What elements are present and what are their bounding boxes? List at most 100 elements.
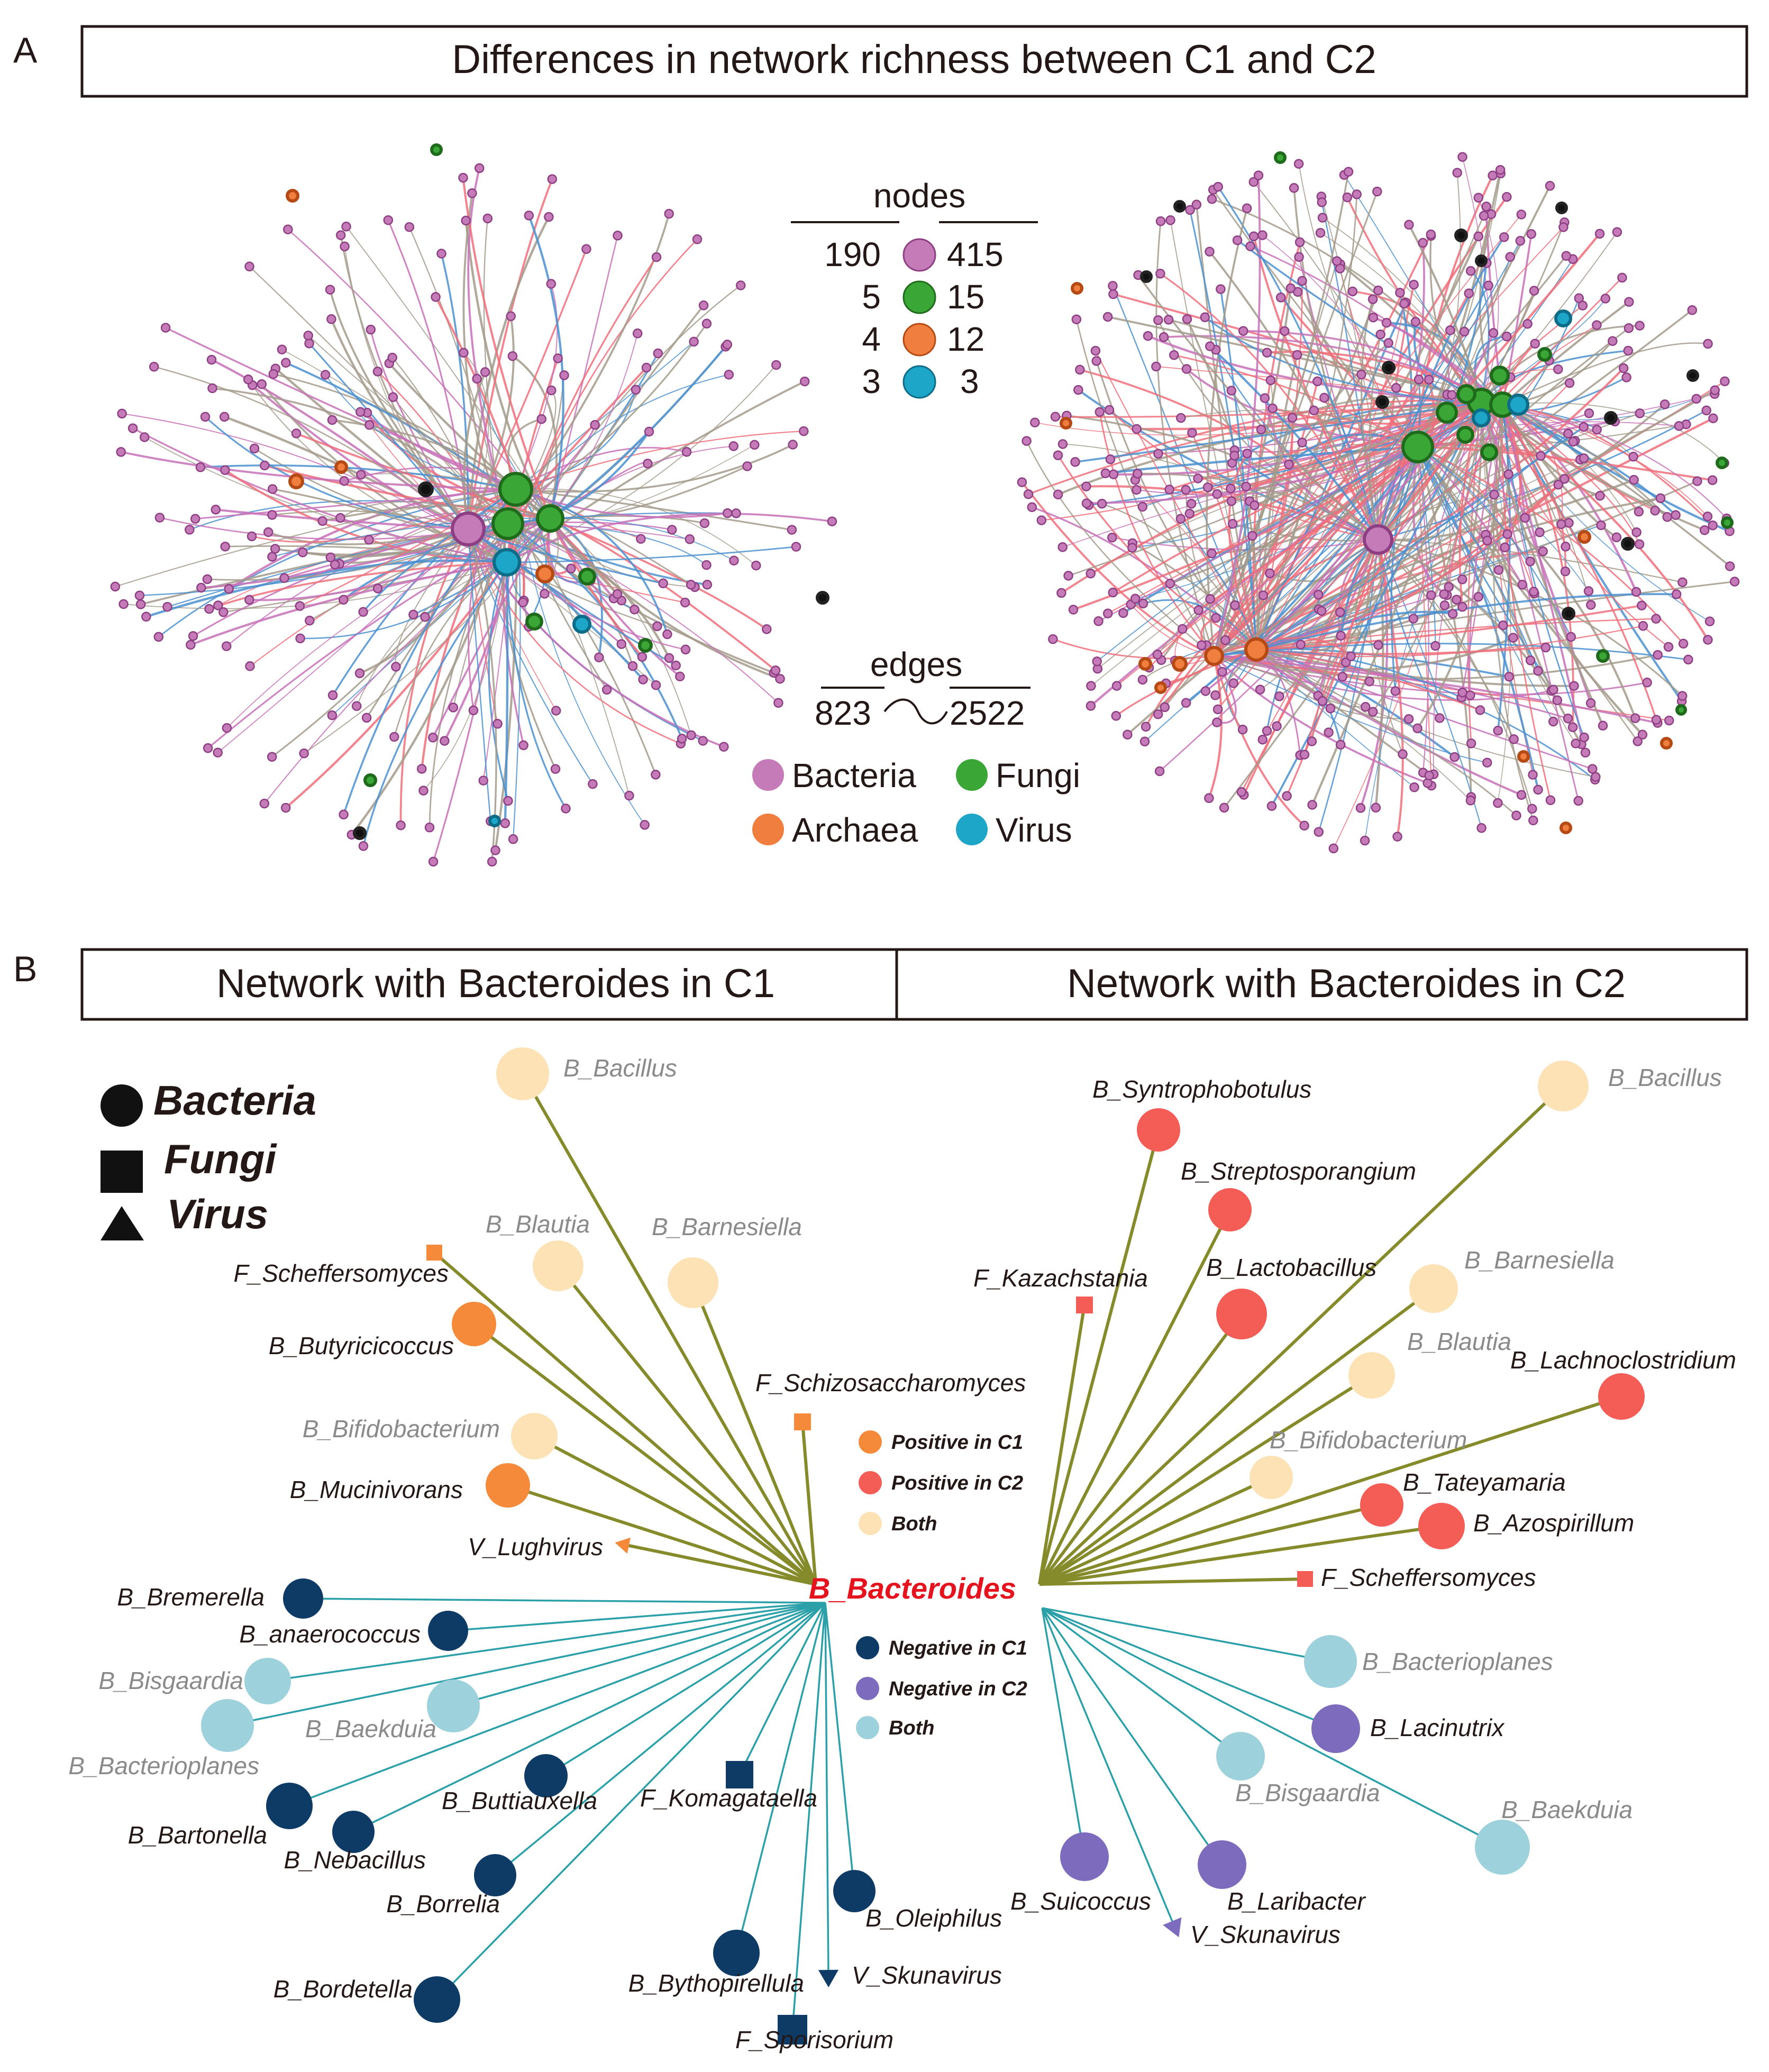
node-b-lacinutrix bbox=[1311, 1704, 1360, 1753]
edge-b_bifidobacterium bbox=[533, 1435, 817, 1586]
c2-bacteria-node bbox=[1255, 684, 1265, 695]
c1-edge bbox=[467, 528, 497, 862]
c2-edge bbox=[1417, 446, 1638, 742]
node-v-lughvirus bbox=[615, 1537, 631, 1554]
c1-bacteria-node bbox=[662, 629, 672, 640]
c2-bacteria-node bbox=[1063, 571, 1073, 581]
negative-both-label: Both bbox=[889, 1717, 935, 1739]
c2-bacteria-node bbox=[1449, 752, 1460, 762]
edge-v_skunavirus bbox=[1041, 1608, 1175, 1927]
c2-bacteria-node bbox=[1081, 498, 1092, 508]
c2-bacteria-node bbox=[1325, 703, 1336, 714]
c2-bacteria-node bbox=[1307, 800, 1317, 810]
c2-bacteria-node bbox=[1313, 589, 1324, 600]
c2-edge bbox=[1256, 649, 1574, 687]
c2-fungi-hub bbox=[1456, 384, 1476, 404]
node-b-bifidobacterium bbox=[511, 1413, 558, 1459]
c1-edge bbox=[190, 561, 507, 646]
c2-fungi-hub bbox=[1716, 457, 1728, 469]
c2-edge bbox=[1115, 649, 1257, 717]
label-b-lactobacillus: B_Lactobacillus bbox=[1206, 1254, 1376, 1281]
c1-bacteria-hub bbox=[451, 512, 486, 546]
c1-bacteria-node bbox=[613, 231, 623, 241]
c1-bacteria-node bbox=[340, 241, 350, 252]
c2-bacteria-node bbox=[1637, 729, 1648, 740]
c1-bacteria-node bbox=[428, 856, 439, 867]
c2-bacteria-node bbox=[1430, 641, 1440, 651]
c2-edge bbox=[1502, 404, 1640, 545]
c2-edge bbox=[1214, 226, 1564, 656]
c1-edge bbox=[550, 518, 692, 736]
c2-bacteria-node bbox=[1662, 512, 1672, 522]
node-b-lachnoclostridium bbox=[1598, 1373, 1645, 1420]
c2-bacteria-node bbox=[1282, 791, 1292, 801]
c1-bacteria-node bbox=[356, 470, 366, 480]
c1-bacteria-node bbox=[771, 360, 781, 370]
c1-bacteria-node bbox=[724, 369, 734, 380]
c2-edge bbox=[1501, 404, 1574, 727]
c1-bacteria-node bbox=[536, 414, 546, 424]
fungi-legend-swatch bbox=[956, 759, 988, 791]
edge-v_skunavirus bbox=[824, 1602, 829, 1976]
node-f-sporisorium bbox=[778, 2015, 807, 2044]
c2-other-hub bbox=[1686, 369, 1699, 382]
c2-bacteria-node bbox=[1297, 437, 1307, 448]
fungi-legend-label: Fungi bbox=[996, 756, 1080, 795]
c2-bacteria-node bbox=[1489, 489, 1499, 500]
c1-bacteria-node bbox=[341, 222, 351, 232]
c1-bacteria-node bbox=[270, 544, 280, 554]
c2-bacteria-node bbox=[1608, 336, 1618, 346]
c2-bacteria-node bbox=[1346, 651, 1356, 661]
c1-bacteria-node bbox=[689, 336, 699, 347]
c2-edge bbox=[1256, 604, 1642, 651]
c1-edge bbox=[195, 488, 516, 520]
c2-bacteria-node bbox=[1628, 452, 1638, 462]
c2-bacteria-node bbox=[1237, 724, 1248, 735]
c2-bacteria-node bbox=[1635, 408, 1645, 418]
positive-both-label: Both bbox=[891, 1513, 937, 1535]
positive-legend: Positive in C1 Positive in C2 Both bbox=[859, 1430, 1023, 1535]
c2-edge bbox=[1156, 366, 1482, 403]
c1-bacteria-node bbox=[685, 534, 695, 544]
c2-bacteria-node bbox=[1165, 578, 1175, 589]
c1-edge bbox=[287, 229, 551, 519]
c2-bacteria-node bbox=[1256, 424, 1266, 435]
c2-bacteria-node bbox=[1556, 519, 1566, 530]
c2-bacteria-node bbox=[1105, 454, 1116, 464]
c2-edge bbox=[1417, 172, 1461, 448]
c2-edge bbox=[1055, 401, 1482, 418]
edge-b_bisgaardia bbox=[267, 1602, 826, 1682]
archaea-legend-label: Archaea bbox=[792, 811, 918, 849]
c2-bacteria-node bbox=[1426, 229, 1436, 240]
c2-edge bbox=[1256, 594, 1444, 650]
c1-bacteria-node bbox=[222, 723, 232, 733]
c1-bacteria-node bbox=[135, 599, 146, 609]
c2-edge bbox=[1255, 280, 1303, 650]
c2-bacteria-node bbox=[1409, 782, 1419, 792]
c2-bacteria-node bbox=[1729, 577, 1740, 587]
c2-bacteria-node bbox=[1159, 332, 1169, 342]
c2-bacteria-node bbox=[1533, 666, 1543, 676]
c1-bacteria-node bbox=[652, 621, 662, 632]
c1-bacteria-node bbox=[448, 702, 459, 713]
c1-virus-hub bbox=[572, 615, 591, 634]
c1-bacteria-node bbox=[326, 314, 336, 324]
c2-edge bbox=[1170, 220, 1257, 650]
c1-archaea-hub bbox=[286, 189, 299, 203]
c2-bacteria-node bbox=[1567, 722, 1578, 733]
c1-bacteria-node bbox=[218, 607, 229, 617]
c1-bacteria-node bbox=[404, 222, 415, 232]
c2-bacteria-node bbox=[1207, 548, 1217, 559]
c1-bacteria-node bbox=[206, 354, 217, 365]
c1-bacteria-node bbox=[204, 604, 214, 614]
c1-bacteria-node bbox=[396, 820, 406, 830]
node-b-baekduia bbox=[427, 1679, 480, 1732]
c2-bacteria-node bbox=[1493, 565, 1504, 575]
c2-edge bbox=[1255, 194, 1358, 650]
c2-bacteria-node bbox=[1464, 288, 1474, 298]
c1-bacteria-node bbox=[472, 373, 482, 384]
node-b-borrelia bbox=[474, 1854, 516, 1896]
c2-bacteria-node bbox=[1285, 283, 1296, 294]
edge-b_streptosporangium bbox=[1038, 1209, 1232, 1585]
